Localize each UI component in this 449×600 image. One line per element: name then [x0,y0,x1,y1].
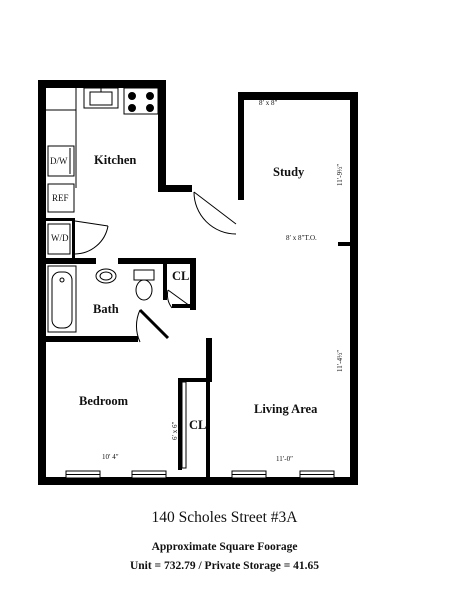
wall-bedroom-closet-left [178,378,182,470]
entry-door [193,191,237,225]
closet-slider [181,381,187,469]
bath-door [138,308,170,340]
room-label-kitchen: Kitchen [94,153,136,167]
room-label-bedroom: Bedroom [79,394,129,408]
kitchen-fixtures [46,87,159,255]
dim-bedroom-width: 10′ 4″ [102,453,119,461]
toilet-tank [133,269,155,281]
bath-sink [95,268,117,284]
plan-area: Unit = 732.79 / Private Storage = 41.65 [129,560,320,572]
room-label-living-area: Living Area [254,402,318,416]
burner [128,92,136,100]
dim-living-width: 11′-0″ [276,455,293,463]
wall-bath-closet-div [163,264,167,300]
wd-door [74,220,109,227]
wall-study-bottom [338,242,358,246]
wall-top-right [240,92,358,100]
room-label-closet-bath: CL [172,269,189,283]
wall-study-left-upper [238,92,244,200]
bath-sink-basin [99,271,113,281]
wall-bedroom-closet-top [178,378,212,382]
dim-living-side: 11′-4½″ [336,350,344,372]
wall-top-left [38,80,166,88]
label-refrigerator: REF [52,193,69,203]
label-dishwasher: D/W [50,156,68,166]
label-washer-dryer: W/D [51,233,69,243]
sink-basin [89,91,113,106]
room-label-bath: Bath [93,302,119,316]
dim-bedroom-closet: 6′ x 6″ [171,421,179,440]
wall-bath-bottom [38,336,138,342]
bathtub-inner [51,271,73,329]
washer-dryer [47,223,71,255]
dim-study-top: 8′ x 8″ [259,99,278,107]
room-label-study: Study [273,165,305,179]
dim-study-opening: 8′ x 8″T.O. [286,234,317,242]
wall-right [350,92,358,485]
room-label-closet-bedroom: CL [189,418,206,432]
burner [146,104,154,112]
dishwasher [47,145,75,177]
bath-fixtures [47,265,155,333]
burner [146,92,154,100]
burner [128,104,136,112]
wall-closet-bottom [172,304,196,308]
bottom-windows [65,470,335,479]
wall-kitchen-bath [38,258,96,264]
wall-bedroom-right-upper [206,338,212,382]
wall-bedroom-right-lower [206,378,210,477]
tub-drain [59,277,65,283]
refrigerator [47,183,75,213]
wall-bath-closet-right [190,258,196,310]
plan-subtitle: Approximate Square Foorage [151,541,298,553]
wall-kitchen-right [158,80,166,192]
toilet-bowl [135,279,153,301]
wall-wd-side [72,218,75,258]
exterior-walls [38,80,358,485]
wall-bottom [38,477,358,485]
dim-study-side: 11′-9½″ [336,164,344,186]
wall-step [158,185,192,192]
plan-title: 140 Scholes Street #3A [151,509,298,526]
wall-bath-top-right [118,258,196,264]
stove [123,87,159,115]
counter-outline [46,88,77,188]
bathtub [47,265,77,333]
doors [74,191,237,469]
wall-wd-top [46,218,74,221]
wall-left [38,80,46,485]
closet-door [167,289,191,307]
interior-walls [38,218,358,477]
